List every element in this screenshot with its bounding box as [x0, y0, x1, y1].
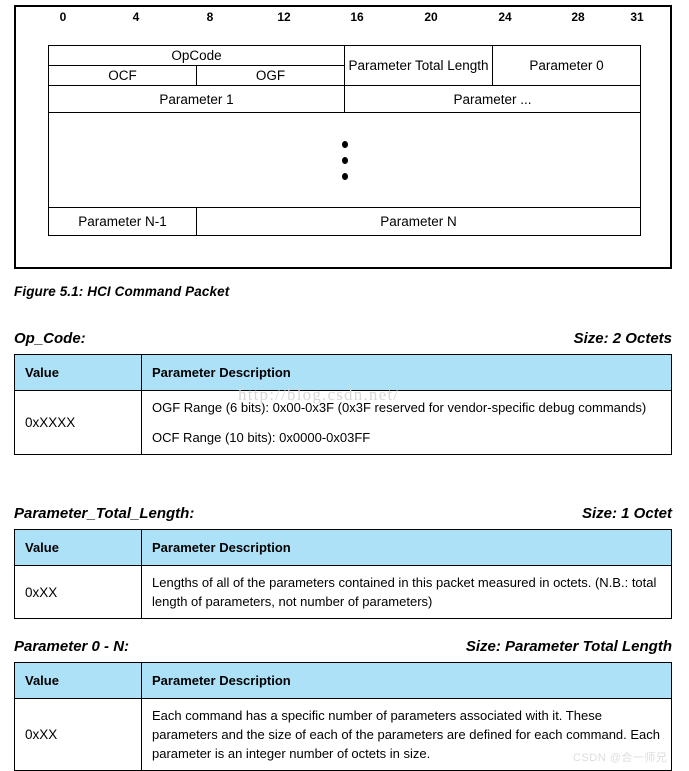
description-line: Each command has a specific number of pa…: [152, 708, 661, 761]
section-heading: Op_Code: Size: 2 Octets: [14, 330, 672, 354]
bit-ruler: 0 4 8 12 16 20 24 28 31: [16, 7, 670, 33]
packet-cell-ellipsis-dots: [47, 112, 642, 208]
table-header-row: Value Parameter Description: [14, 529, 672, 566]
section-heading: Parameter_Total_Length: Size: 1 Octet: [14, 505, 672, 529]
section-label: Parameter_Total_Length:: [14, 505, 195, 522]
section-size-label: Size: 2 Octets: [573, 330, 672, 347]
section-label: Op_Code:: [14, 330, 86, 347]
table-row: 0xXXXX OGF Range (6 bits): 0x00-0x3F (0x…: [14, 390, 672, 455]
bit-tick-28: 28: [571, 10, 585, 24]
cell-description: OGF Range (6 bits): 0x00-0x3F (0x3F rese…: [141, 390, 672, 455]
column-header-value: Value: [14, 529, 142, 566]
packet-figure: 0 4 8 12 16 20 24 28 31 OpCode Parameter…: [14, 5, 672, 269]
section-parameter-0-n: Parameter 0 - N: Size: Parameter Total L…: [14, 638, 672, 771]
bit-tick-12: 12: [277, 10, 291, 24]
vertical-ellipsis-icon: [51, 140, 638, 180]
packet-cell-parameter-n: Parameter N: [195, 207, 642, 236]
description-line: OGF Range (6 bits): 0x00-0x3F (0x3F rese…: [152, 400, 647, 415]
dot-3: [341, 172, 348, 180]
section-heading: Parameter 0 - N: Size: Parameter Total L…: [14, 638, 672, 662]
bit-tick-16: 16: [350, 10, 364, 24]
bit-tick-24: 24: [498, 10, 512, 24]
dot-2: [341, 156, 348, 164]
bit-tick-20: 20: [424, 10, 438, 24]
packet-cell-opcode: OpCode: [47, 45, 346, 66]
table-row: 0xXX Lengths of all of the parameters co…: [14, 565, 672, 619]
bit-tick-31: 31: [630, 10, 644, 24]
packet-cell-parameter-total-length: Parameter Total Length: [344, 45, 494, 86]
table-header-row: Value Parameter Description: [14, 662, 672, 699]
op-code-table: Value Parameter Description 0xXXXX OGF R…: [14, 354, 672, 455]
section-parameter-total-length: Parameter_Total_Length: Size: 1 Octet Va…: [14, 505, 672, 619]
packet-cell-parameter-n-minus-1: Parameter N-1: [48, 207, 197, 236]
column-header-description: Parameter Description: [141, 662, 672, 699]
section-label: Parameter 0 - N:: [14, 638, 130, 655]
description-line: Lengths of all of the parameters contain…: [152, 575, 657, 609]
packet-row-continuation: [47, 112, 642, 208]
section-size-label: Size: Parameter Total Length: [465, 638, 672, 655]
cell-value: 0xXX: [14, 698, 142, 771]
column-header-description: Parameter Description: [141, 354, 672, 391]
packet-cell-ocf: OCF: [48, 65, 197, 86]
bit-tick-4: 4: [132, 10, 140, 24]
cell-description: Each command has a specific number of pa…: [141, 698, 672, 771]
table-header-row: Value Parameter Description: [14, 354, 672, 391]
cell-value: 0xXX: [14, 565, 142, 619]
column-header-description: Parameter Description: [141, 529, 672, 566]
packet-cell-parameter-1: Parameter 1: [47, 85, 346, 113]
cell-description: Lengths of all of the parameters contain…: [141, 565, 672, 619]
figure-caption: Figure 5.1: HCI Command Packet: [14, 284, 230, 299]
bit-tick-8: 8: [206, 10, 214, 24]
packet-field-table: OpCode Parameter Total Length Parameter …: [47, 45, 642, 236]
packet-row-parameter-1: Parameter 1 Parameter ...: [47, 85, 642, 113]
dot-1: [341, 140, 348, 148]
section-op-code: Op_Code: Size: 2 Octets Value Parameter …: [14, 330, 672, 455]
cell-value: 0xXXXX: [14, 390, 142, 455]
table-row: 0xXX Each command has a specific number …: [14, 698, 672, 771]
packet-cell-ogf: OGF: [195, 65, 346, 86]
bit-tick-0: 0: [59, 10, 67, 24]
packet-cell-parameter-0: Parameter 0: [492, 45, 642, 86]
section-size-label: Size: 1 Octet: [581, 505, 672, 522]
column-header-value: Value: [14, 662, 142, 699]
packet-row-opcode: OpCode Parameter Total Length Parameter …: [47, 45, 642, 86]
parameter-0-n-table: Value Parameter Description 0xXX Each co…: [14, 662, 672, 771]
packet-row-parameter-n: Parameter N-1 Parameter N: [48, 207, 642, 236]
column-header-value: Value: [14, 354, 142, 391]
description-line: OCF Range (10 bits): 0x0000-0x03FF: [152, 430, 371, 445]
packet-cell-parameter-ellipsis: Parameter ...: [344, 85, 642, 113]
parameter-total-length-table: Value Parameter Description 0xXX Lengths…: [14, 529, 672, 619]
